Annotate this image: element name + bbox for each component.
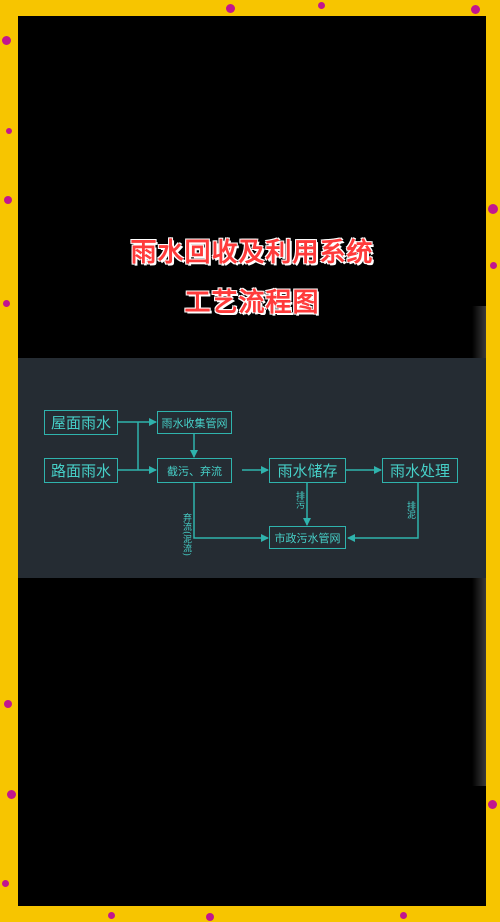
process-flow-diagram: 屋面雨水 路面雨水 雨水收集管网 截污、弃流 雨水储存 雨水处理 市政污水管网 … [18, 358, 486, 578]
node-collection-network: 雨水收集管网 [157, 411, 232, 434]
decor-dot [488, 800, 497, 809]
decor-dot [206, 913, 214, 921]
title-line-1: 雨水回收及利用系统 [130, 238, 374, 268]
connector-lines [118, 418, 419, 542]
edge-treatment-to-municipal [347, 483, 419, 542]
decor-dot [7, 790, 16, 799]
node-roof-rainwater: 屋面雨水 [44, 410, 118, 435]
decor-dot [2, 880, 9, 887]
edge-interception-to-municipal [193, 483, 269, 542]
node-treatment: 雨水处理 [382, 458, 458, 483]
node-road-rainwater: 路面雨水 [44, 458, 118, 483]
title-line-2: 工艺流程图 [184, 288, 320, 318]
node-interception: 截污、弃流 [157, 458, 232, 483]
decor-dot [226, 4, 235, 13]
node-municipal-sewer: 市政污水管网 [269, 526, 346, 549]
decor-dot [488, 204, 498, 214]
decor-dot [490, 262, 497, 269]
decor-dot [108, 912, 115, 919]
edge-label-sewage: 排污 [294, 491, 304, 509]
decor-dot [318, 2, 325, 9]
decor-dot [6, 128, 12, 134]
decor-dot [400, 912, 407, 919]
edge-label-discard: 弃流(泥流) [181, 513, 191, 557]
video-panel: 雨水回收及利用系统 工艺流程图 [18, 16, 486, 906]
decor-dot [471, 5, 480, 14]
decor-dot [3, 300, 10, 307]
decor-dot [2, 36, 11, 45]
decor-dot [4, 196, 12, 204]
edge-label-sludge: 排泥 [405, 501, 415, 519]
node-storage: 雨水储存 [269, 458, 346, 483]
decor-dot [4, 700, 12, 708]
